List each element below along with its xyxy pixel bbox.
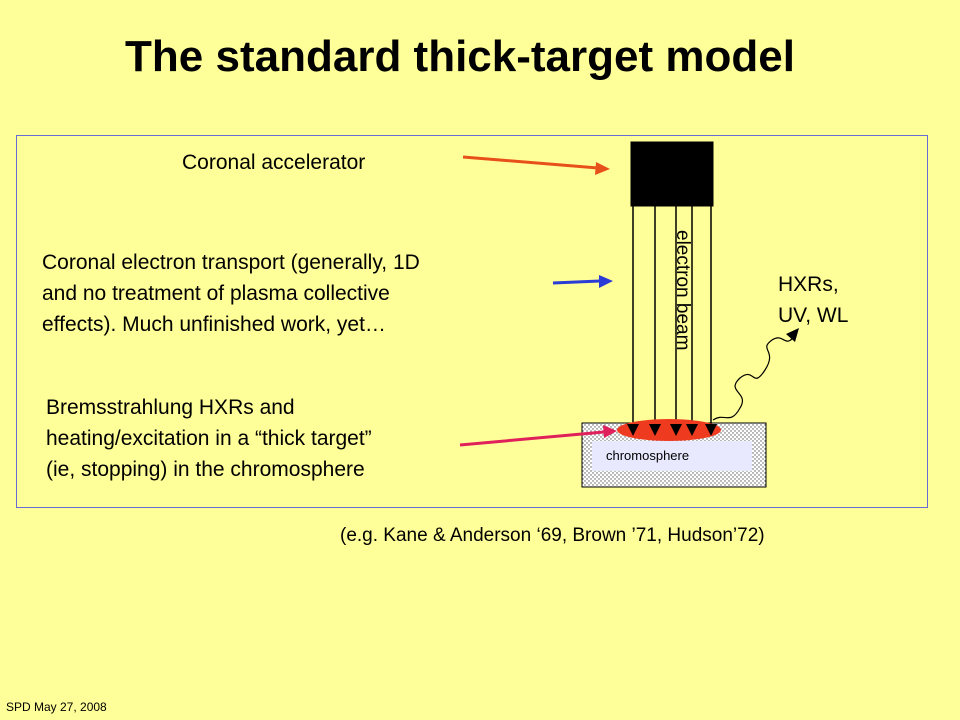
transport-arrow (552, 279, 601, 285)
emission-wave (712, 334, 796, 421)
accelerator-arrowhead (595, 162, 610, 175)
transport-label-line-3: effects). Much unfinished work, yet… (42, 313, 386, 336)
electron-beam-lines (632, 206, 712, 432)
footer: SPD May 27, 2008 (6, 700, 107, 714)
electron-beam-label: electron beam (672, 230, 693, 351)
beam-arrowheads (627, 424, 717, 436)
emission-label-line-1: HXRs, (778, 273, 839, 296)
brems-label-line-1: Bremsstrahlung HXRs and (46, 396, 295, 419)
transport-label-line-1: Coronal electron transport (generally, 1… (42, 251, 420, 274)
transport-arrowhead (599, 275, 613, 288)
brems-arrow (459, 430, 605, 447)
accelerator-box (630, 141, 714, 207)
chromosphere-label-panel (592, 441, 752, 471)
transport-label-line-2: and no treatment of plasma collective (42, 282, 390, 305)
brems-label-line-2: heating/excitation in a “thick target” (46, 427, 372, 450)
accelerator-arrow (462, 155, 599, 170)
slide-title: The standard thick-target model (125, 32, 795, 81)
emission-label-line-2: UV, WL (778, 304, 849, 327)
diagram-frame (16, 135, 928, 508)
citation: (e.g. Kane & Anderson ‘69, Brown ’71, Hu… (340, 525, 765, 546)
chromosphere-label: chromosphere (606, 448, 690, 463)
brems-arrowhead (603, 425, 617, 438)
accelerator-label: Coronal accelerator (182, 151, 366, 174)
brems-label-line-3: (ie, stopping) in the chromosphere (46, 458, 365, 481)
emission-arrowhead (786, 328, 799, 342)
